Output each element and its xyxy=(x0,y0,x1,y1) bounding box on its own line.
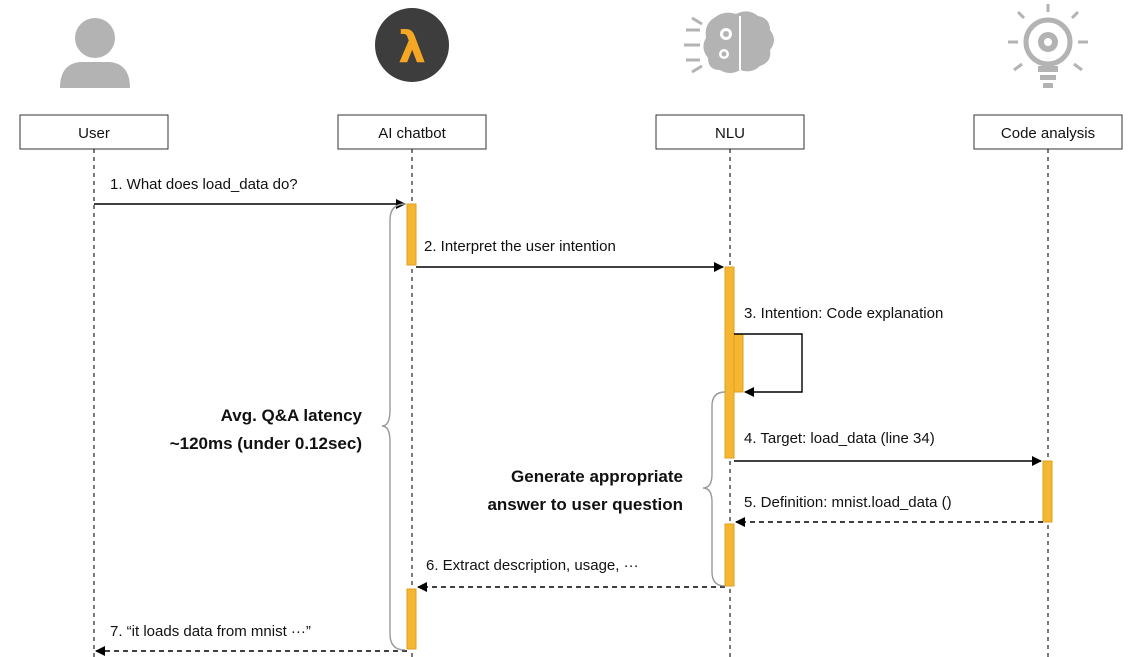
actor-chatbot: AI chatbot xyxy=(337,114,487,150)
user-icon xyxy=(60,18,130,88)
activation-chatbot-2 xyxy=(406,588,417,650)
generate-note-line1: Generate appropriate xyxy=(511,467,683,486)
actor-code: Code analysis xyxy=(973,114,1123,150)
lambda-icon: λ xyxy=(375,8,449,82)
actor-user-label: User xyxy=(78,125,110,142)
message-label-2: 2. Interpret the user intention xyxy=(424,238,616,255)
latency-brace xyxy=(381,203,406,651)
actor-nlu: NLU xyxy=(655,114,805,150)
actor-code-label: Code analysis xyxy=(1001,125,1095,142)
message-label-1: 1. What does load_data do? xyxy=(110,176,298,193)
brain-gears-icon xyxy=(684,11,774,74)
message-label-4: 4. Target: load_data (line 34) xyxy=(744,430,935,447)
actor-nlu-label: NLU xyxy=(715,125,745,142)
activation-nlu-1 xyxy=(724,266,735,459)
arrow-msg-3 xyxy=(734,333,803,397)
activation-chatbot-1 xyxy=(406,203,417,266)
svg-text:λ: λ xyxy=(398,22,426,73)
activation-nlu-self xyxy=(733,333,744,393)
latency-note-line2: ~120ms (under 0.12sec) xyxy=(170,434,362,453)
generate-brace xyxy=(702,391,726,587)
message-label-3: 3. Intention: Code explanation xyxy=(744,305,943,322)
message-label-5: 5. Definition: mnist.load_data () xyxy=(744,494,952,511)
actor-user: User xyxy=(19,114,169,150)
lightbulb-gear-icon xyxy=(1008,4,1088,88)
latency-note-line1: Avg. Q&A latency xyxy=(221,406,363,425)
message-label-7: 7. “it loads data from mnist ···” xyxy=(110,623,311,640)
activation-code xyxy=(1042,460,1053,523)
generate-note-line2: answer to user question xyxy=(487,495,683,514)
activation-nlu-2 xyxy=(724,523,735,587)
message-label-6: 6. Extract description, usage, ··· xyxy=(426,557,639,574)
actor-chatbot-label: AI chatbot xyxy=(378,125,446,142)
